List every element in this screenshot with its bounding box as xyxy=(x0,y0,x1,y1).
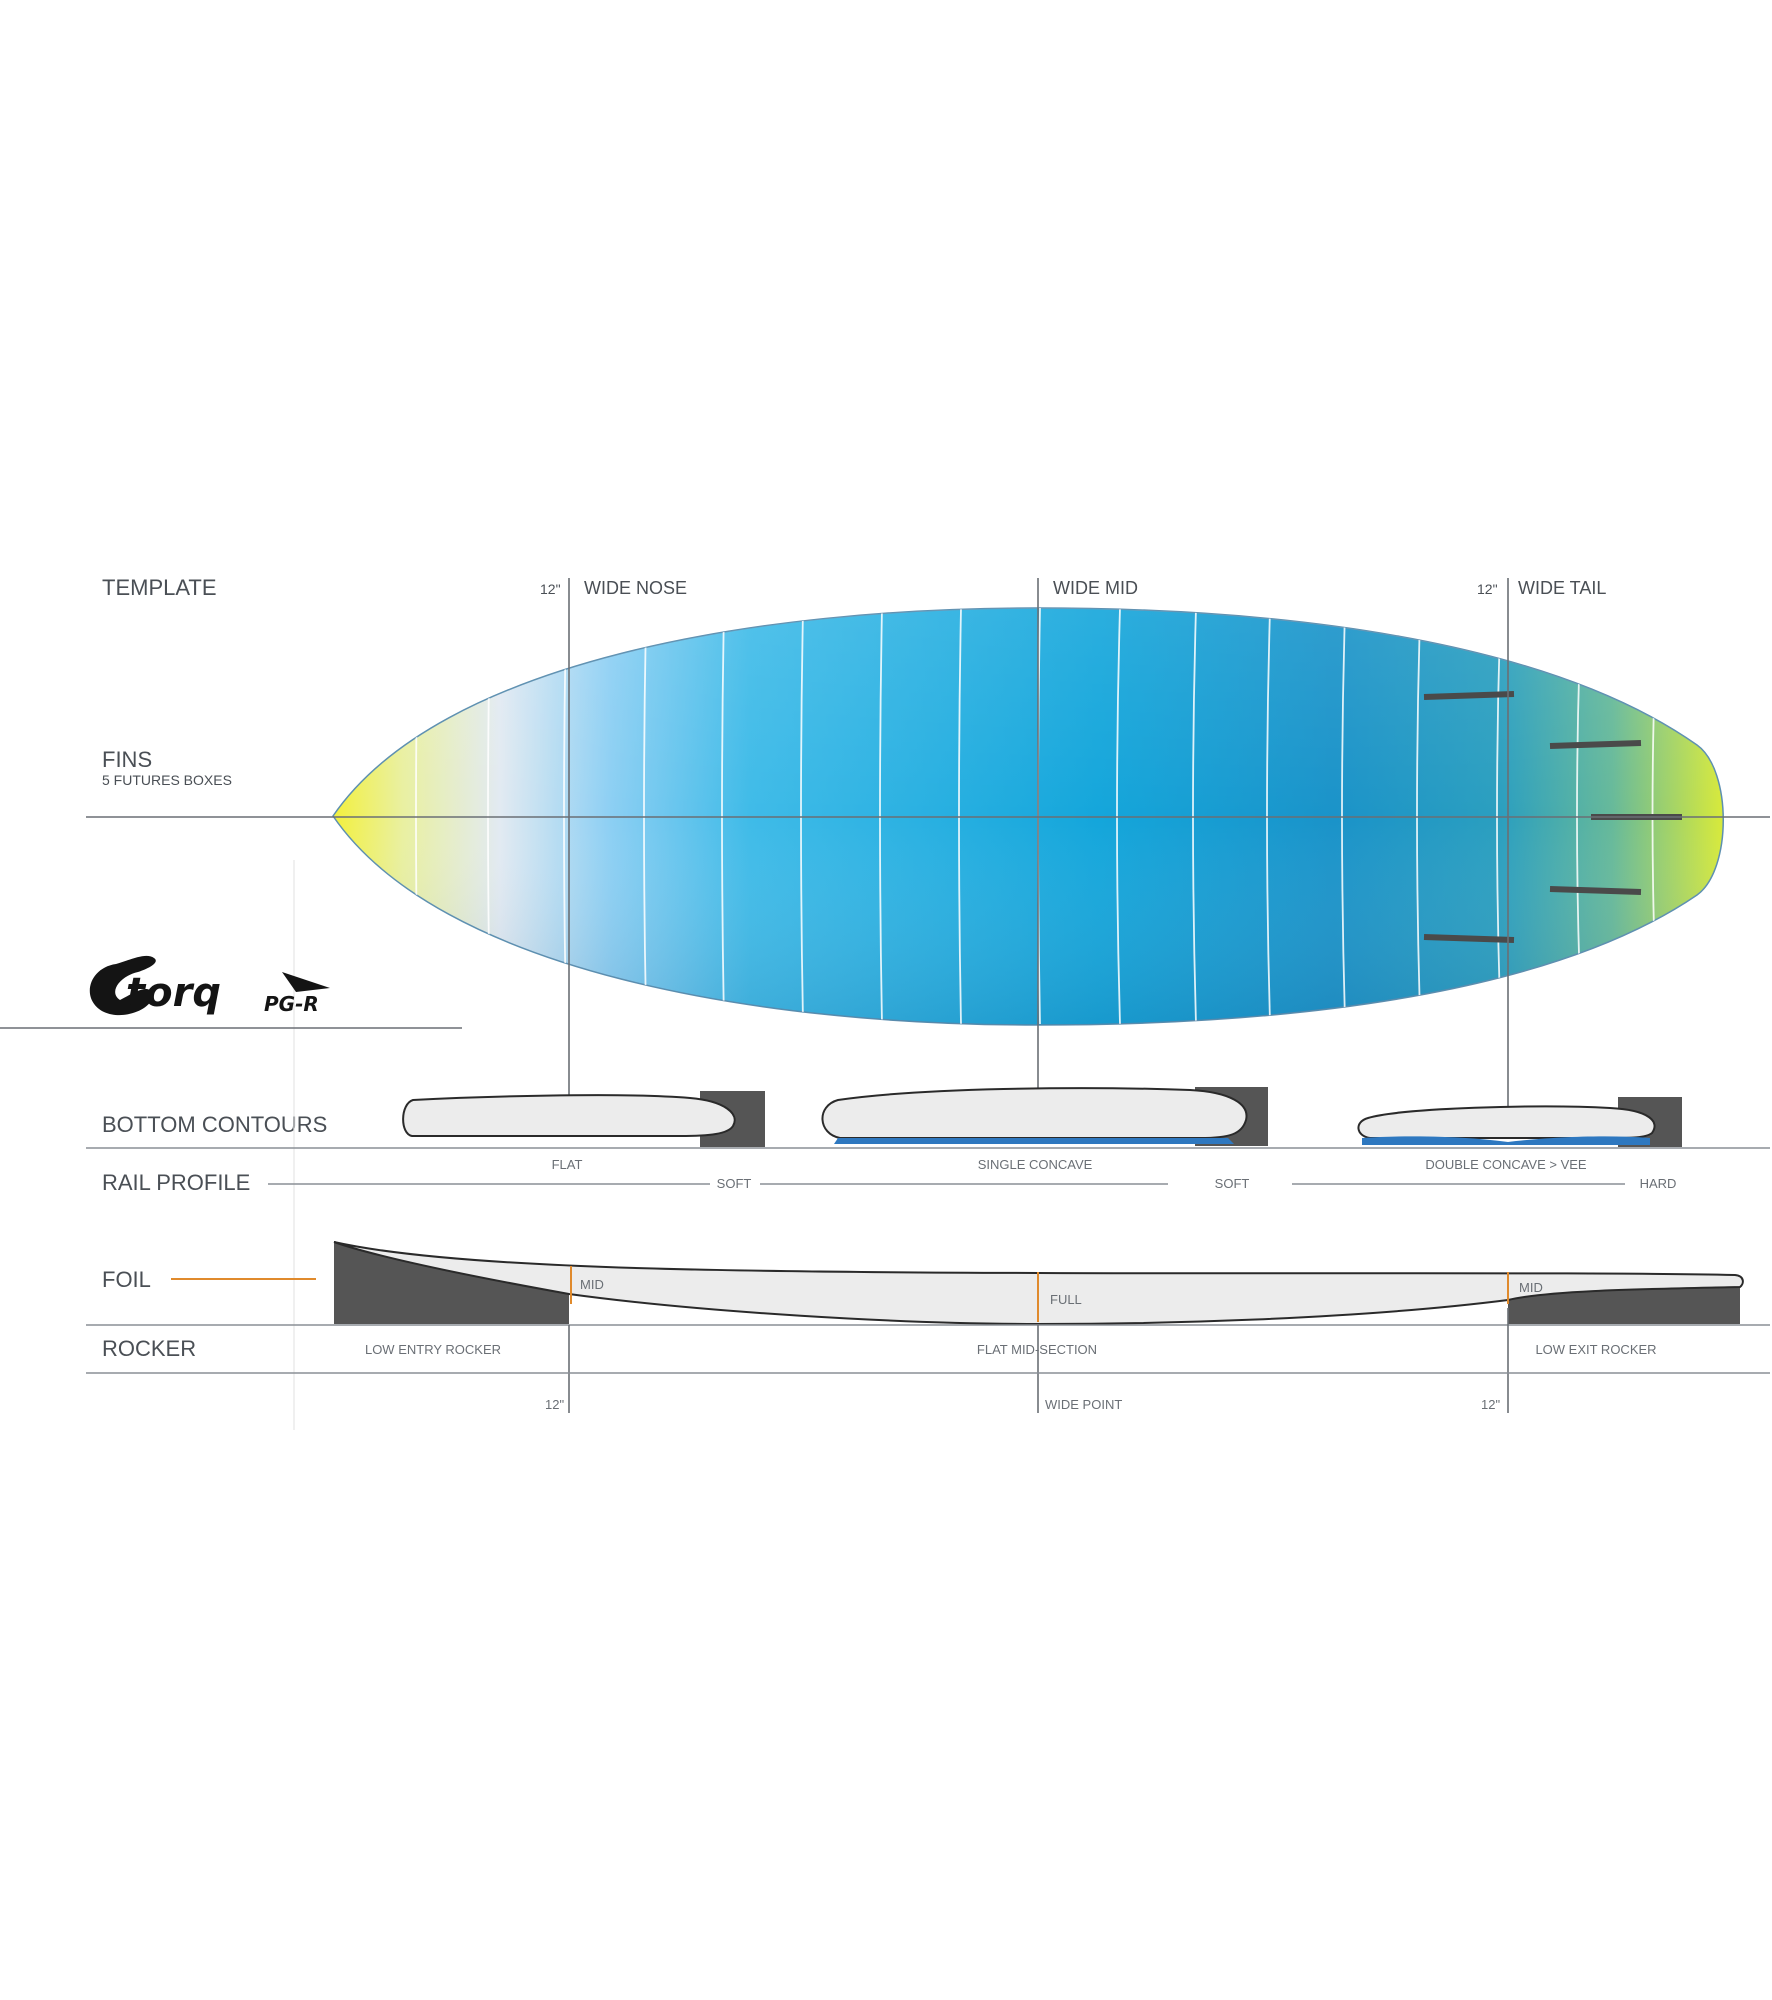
bottom-contours-label: BOTTOM CONTOURS xyxy=(102,1112,327,1137)
tail-measure-label: 12" xyxy=(1477,581,1498,597)
torq-logo-text: torq xyxy=(126,970,221,1016)
contour-label-mid: SINGLE CONCAVE xyxy=(978,1157,1093,1172)
contour-shape-mid xyxy=(821,1087,1248,1139)
contour-label-nose: FLAT xyxy=(552,1157,583,1172)
rail-profile-label: RAIL PROFILE xyxy=(102,1170,250,1195)
concave-fill-tail xyxy=(1362,1136,1650,1145)
nose-measure-label: 12" xyxy=(540,581,561,597)
contour-label-tail: DOUBLE CONCAVE > VEE xyxy=(1425,1157,1587,1172)
foil-profile xyxy=(333,1241,1744,1326)
rocker-label-exit: LOW EXIT ROCKER xyxy=(1535,1342,1656,1357)
torq-logo: torq xyxy=(89,955,221,1016)
foil-label-nose: MID xyxy=(580,1277,604,1292)
fin-box-4 xyxy=(1549,886,1642,895)
pgr-logo: PG-R xyxy=(264,972,330,1016)
template-label: TEMPLATE xyxy=(102,575,217,600)
rocker-label-entry: LOW ENTRY ROCKER xyxy=(365,1342,501,1357)
rocker-label-mid: FLAT MID-SECTION xyxy=(977,1342,1097,1357)
concave-fill-mid xyxy=(834,1138,1234,1144)
pgr-logo-text: PG-R xyxy=(264,992,319,1016)
wide-mid-label: WIDE MID xyxy=(1053,578,1138,598)
entry-rocker-fill xyxy=(334,1242,569,1324)
fin-box-5 xyxy=(1423,934,1515,943)
fin-box-1 xyxy=(1423,691,1515,700)
surfboard-template xyxy=(332,607,1724,1026)
contour-shape-nose xyxy=(402,1094,736,1137)
rocker-label: ROCKER xyxy=(102,1336,196,1361)
foil-label-mid: FULL xyxy=(1050,1292,1082,1307)
bottom-contour-tail xyxy=(1357,1097,1682,1147)
bottom-nose-measure: 12" xyxy=(545,1397,564,1412)
contour-shape-tail xyxy=(1357,1105,1656,1139)
foil-label-tail: MID xyxy=(1519,1280,1543,1295)
torq-logo-swoosh xyxy=(89,955,156,1016)
wide-nose-label: WIDE NOSE xyxy=(584,578,687,598)
bottom-contour-mid xyxy=(821,1087,1268,1146)
wide-point-label: WIDE POINT xyxy=(1045,1397,1122,1412)
rail-label-nose: SOFT xyxy=(717,1176,752,1191)
bottom-tail-measure: 12" xyxy=(1481,1397,1500,1412)
pgr-logo-arrow xyxy=(282,972,330,992)
rail-label-mid: SOFT xyxy=(1215,1176,1250,1191)
wide-tail-label: WIDE TAIL xyxy=(1518,578,1606,598)
fins-label: FINS xyxy=(102,747,152,772)
foil-label: FOIL xyxy=(102,1267,151,1292)
exit-rocker-fill xyxy=(1508,1285,1740,1324)
fin-box-2 xyxy=(1549,740,1642,749)
bottom-contour-nose xyxy=(402,1091,765,1147)
rail-label-tail: HARD xyxy=(1640,1176,1677,1191)
fins-sublabel: 5 FUTURES BOXES xyxy=(102,772,232,788)
